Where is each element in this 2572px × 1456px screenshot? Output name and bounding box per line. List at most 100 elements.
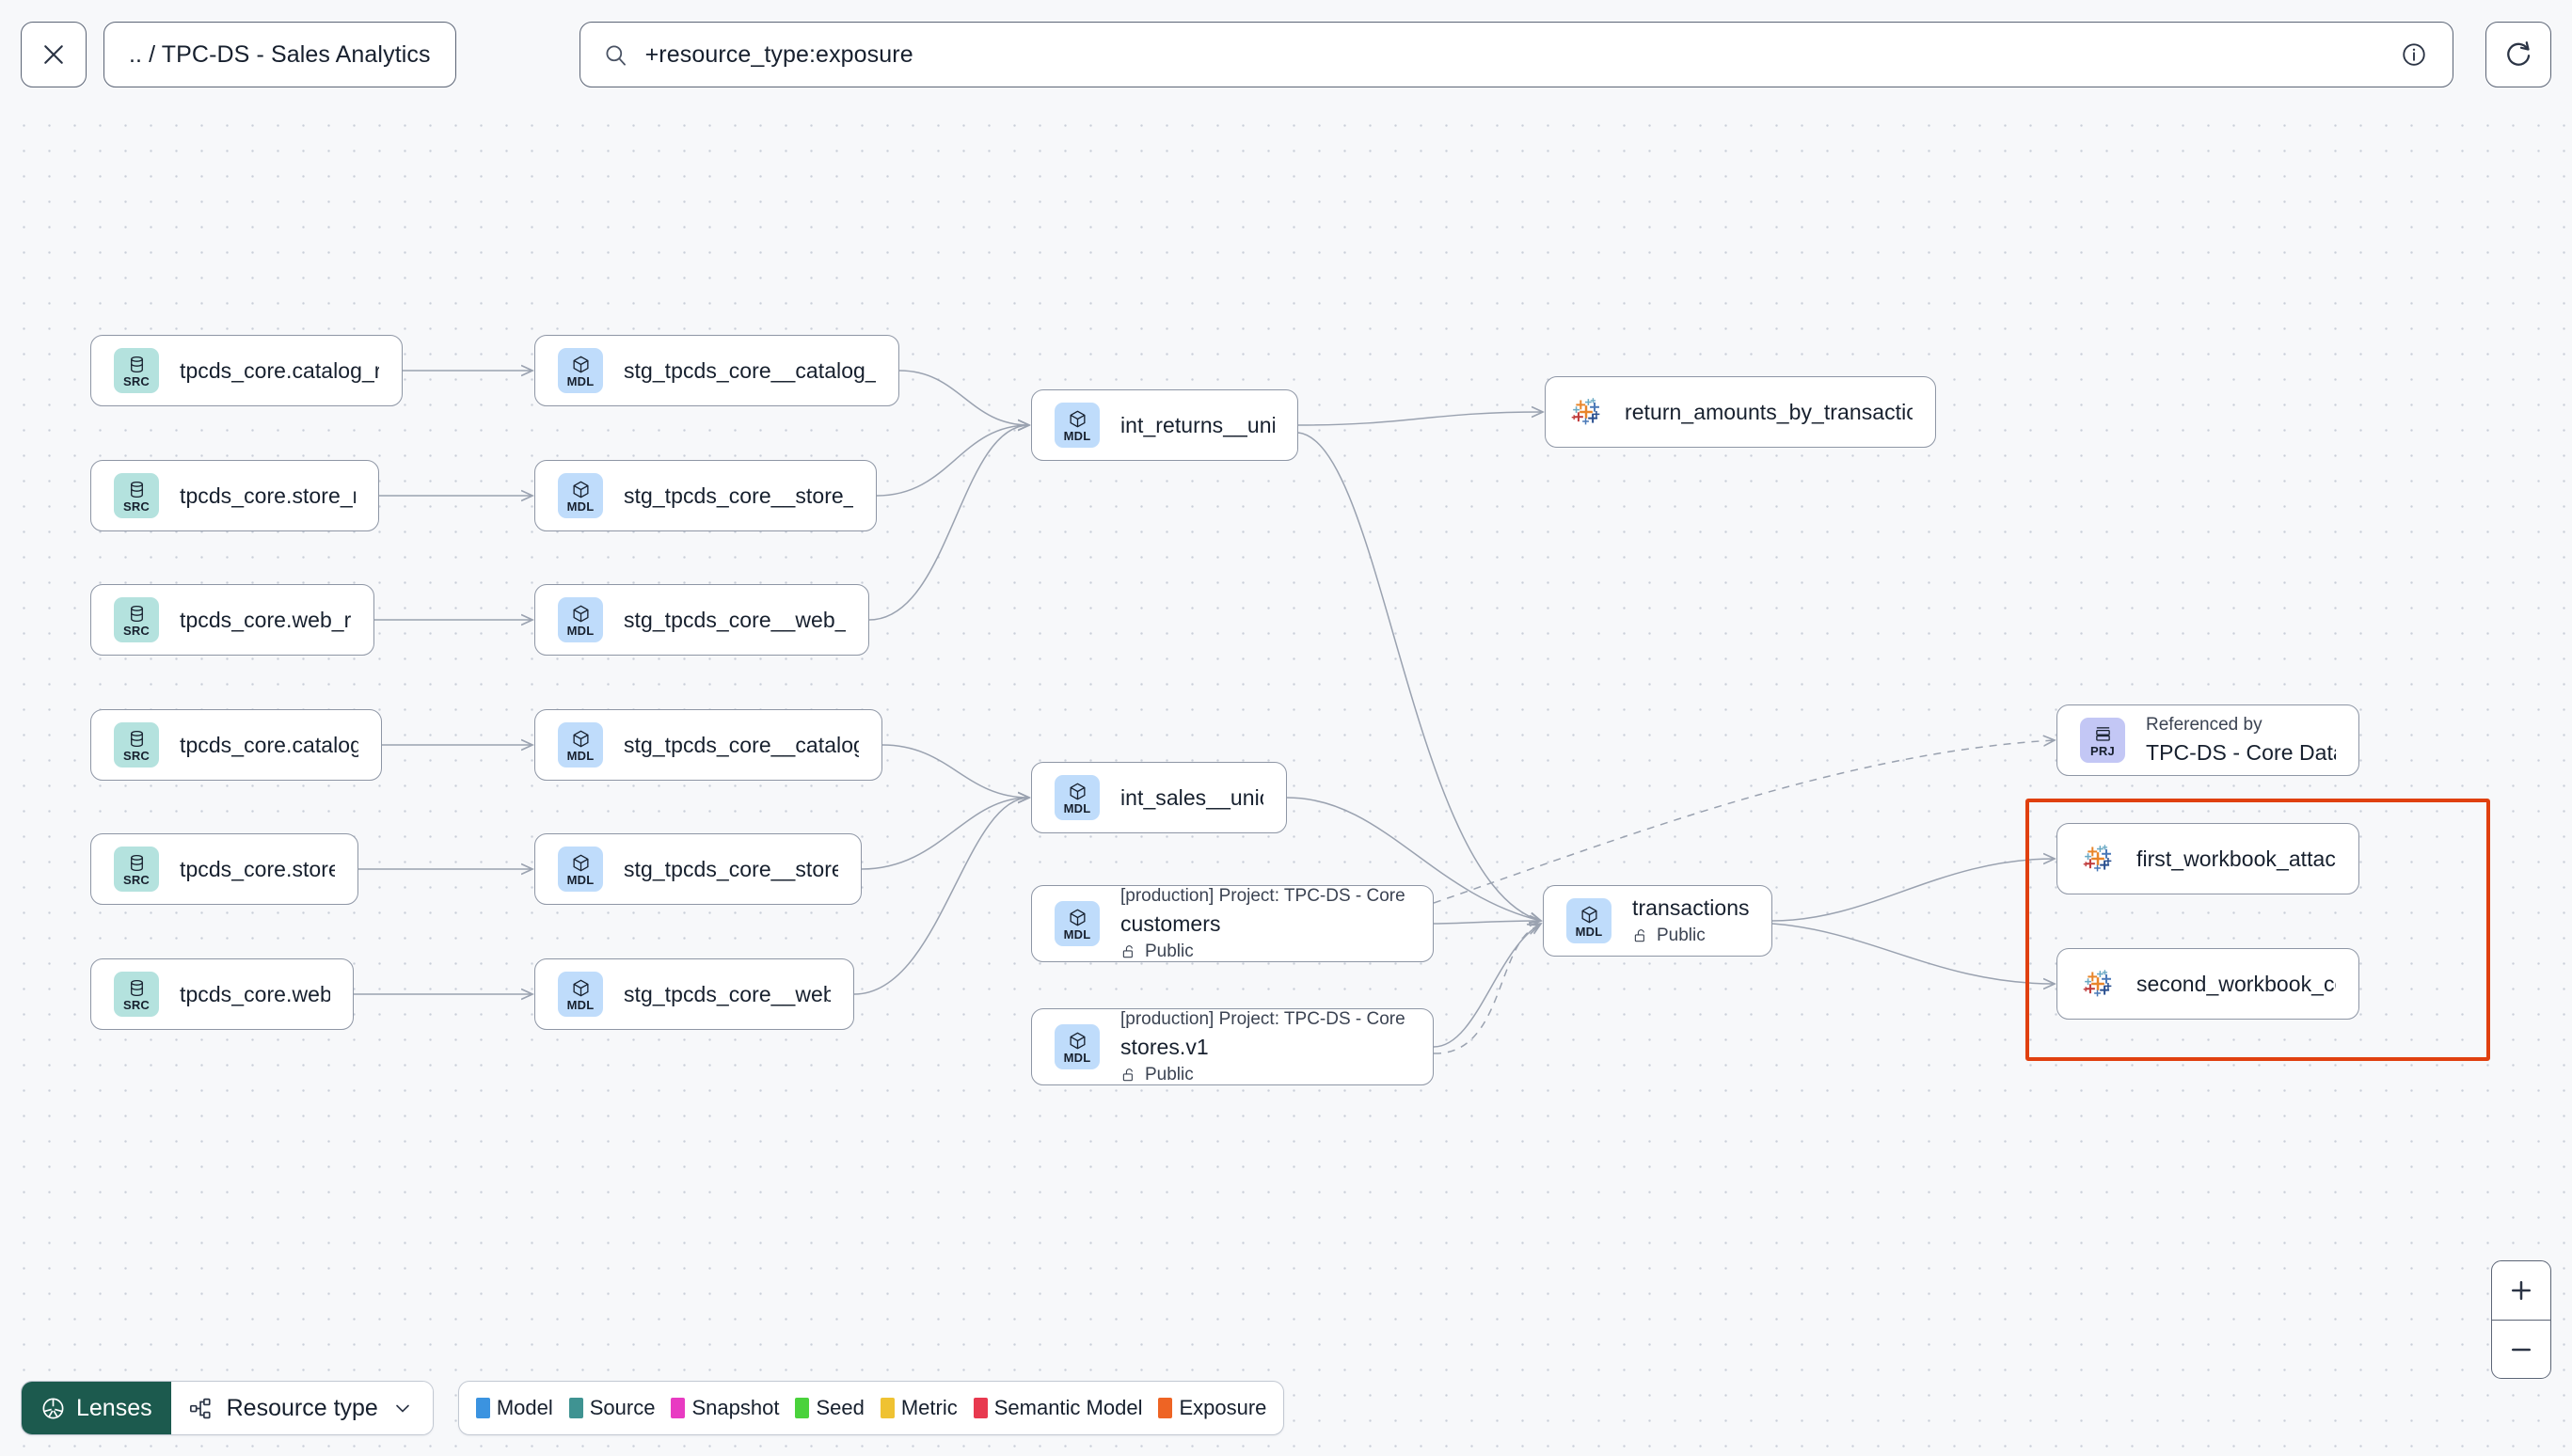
graph-node-first-workbook[interactable]: first_workbook_attached_to_tpc-ds_-_… bbox=[2056, 823, 2359, 894]
legend-item-exposure[interactable]: Exposure bbox=[1158, 1396, 1266, 1420]
legend-item-semantic-model[interactable]: Semantic Model bbox=[973, 1396, 1142, 1420]
cube-icon bbox=[572, 481, 589, 498]
cube-icon bbox=[572, 605, 589, 622]
node-type-badge-src: SRC bbox=[114, 972, 159, 1017]
graph-node-src-web-sales[interactable]: SRC tpcds_core.web_sales bbox=[90, 958, 354, 1030]
refresh-button[interactable] bbox=[2485, 22, 2551, 87]
node-label: first_workbook_attached_to_tpc-ds_-_… bbox=[2136, 846, 2336, 871]
node-type-badge-label: PRJ bbox=[2090, 743, 2115, 758]
tableau-exposure-icon bbox=[2083, 970, 2112, 997]
legend-label: Exposure bbox=[1179, 1396, 1267, 1419]
node-type-badge-label: MDL bbox=[1063, 800, 1091, 815]
node-visibility-label: Public bbox=[1657, 926, 1706, 945]
node-type-badge-mdl: MDL bbox=[558, 597, 603, 642]
cube-icon bbox=[1069, 909, 1086, 926]
node-label: transactions bbox=[1632, 895, 1749, 920]
tableau-exposure-icon bbox=[2083, 845, 2112, 872]
legend-label: Source bbox=[589, 1396, 656, 1419]
graph-node-stg-catalog-sales[interactable]: MDL stg_tpcds_core__catalog_sales bbox=[534, 709, 882, 781]
legend-item-seed[interactable]: Seed bbox=[795, 1396, 865, 1420]
zoom-in-button[interactable] bbox=[2492, 1261, 2550, 1320]
node-type-badge-mdl: MDL bbox=[558, 722, 603, 768]
graph-node-int-sales-unioned[interactable]: MDL int_sales__unioned bbox=[1031, 762, 1287, 833]
node-type-badge-src: SRC bbox=[114, 348, 159, 393]
node-visibility: Public bbox=[1120, 1065, 1410, 1085]
node-type-badge-label: MDL bbox=[1063, 428, 1091, 443]
node-body: return_amounts_by_transaction_type bbox=[1625, 400, 1913, 425]
node-type-badge-src: SRC bbox=[114, 597, 159, 642]
minus-icon bbox=[2512, 1348, 2531, 1351]
graph-node-int-returns-unioned[interactable]: MDL int_returns__unioned bbox=[1031, 389, 1298, 461]
cube-icon bbox=[1069, 410, 1086, 427]
node-body: [production] Project: TPC-DS - Core Data… bbox=[1120, 1009, 1410, 1085]
cube-icon bbox=[1069, 783, 1086, 799]
node-label: tpcds_core.store_sales bbox=[180, 856, 335, 881]
node-visibility: Public bbox=[1632, 926, 1749, 946]
node-body: stg_tpcds_core__catalog_sales bbox=[624, 733, 859, 758]
node-label: tpcds_core.web_sales bbox=[180, 981, 330, 1006]
search-input[interactable]: +resource_type:exposure bbox=[644, 40, 913, 68]
node-label: customers bbox=[1120, 910, 1221, 936]
node-body: tpcds_core.web_returns bbox=[180, 608, 351, 633]
legend-swatch bbox=[1158, 1398, 1173, 1418]
node-type-badge-label: SRC bbox=[122, 748, 151, 763]
legend-swatch bbox=[475, 1398, 490, 1418]
node-visibility: Public bbox=[1120, 942, 1410, 962]
node-body: stg_tpcds_core__web_sales bbox=[624, 982, 831, 1007]
plus-icon bbox=[2512, 1281, 2531, 1300]
app-header: .. / TPC-DS - Sales Analytics +resource_… bbox=[0, 0, 2572, 109]
zoom-controls[interactable] bbox=[2491, 1260, 2551, 1379]
node-body: stg_tpcds_core__store_sales bbox=[624, 857, 838, 882]
node-type-badge-src: SRC bbox=[114, 473, 159, 518]
info-icon[interactable] bbox=[2400, 40, 2428, 69]
graph-node-src-catalog-returns[interactable]: SRC tpcds_core.catalog_returns bbox=[90, 335, 403, 406]
search-bar[interactable]: +resource_type:exposure bbox=[579, 22, 2453, 87]
node-body: first_workbook_attached_to_tpc-ds_-_… bbox=[2136, 847, 2336, 872]
graph-node-stores-v1[interactable]: MDL [production] Project: TPC-DS - Core D… bbox=[1031, 1008, 1434, 1085]
breadcrumb-button[interactable]: .. / TPC-DS - Sales Analytics bbox=[103, 22, 456, 87]
legend-item-source[interactable]: Source bbox=[568, 1396, 656, 1420]
zoom-out-button[interactable] bbox=[2492, 1320, 2550, 1378]
graph-node-stg-web-returns[interactable]: MDL stg_tpcds_core__web_returns bbox=[534, 584, 869, 656]
node-type-badge-label: MDL bbox=[1063, 1050, 1091, 1065]
cube-icon bbox=[572, 854, 589, 871]
node-type-badge-label: MDL bbox=[566, 748, 595, 763]
node-label: stg_tpcds_core__web_returns bbox=[624, 607, 846, 632]
node-type-badge-mdl: MDL bbox=[1055, 1024, 1100, 1069]
node-type-badge-prj: PRJ bbox=[2080, 718, 2125, 763]
node-body: stg_tpcds_core__catalog_returns bbox=[624, 358, 876, 384]
node-label: tpcds_core.catalog_returns bbox=[180, 357, 379, 383]
graph-node-customers[interactable]: MDL[production] Project: TPC-DS - Core D… bbox=[1031, 885, 1434, 962]
database-icon bbox=[130, 356, 143, 372]
close-button[interactable] bbox=[21, 22, 87, 87]
legend-item-metric[interactable]: Metric bbox=[880, 1396, 958, 1420]
node-label: int_sales__unioned bbox=[1120, 784, 1263, 810]
legend-item-model[interactable]: Model bbox=[475, 1396, 553, 1420]
graph-node-return-amounts[interactable]: return_amounts_by_transaction_type bbox=[1545, 376, 1936, 448]
node-type-badge-label: SRC bbox=[122, 499, 151, 514]
resource-type-label: Resource type bbox=[226, 1394, 378, 1421]
node-body: int_returns__unioned bbox=[1120, 413, 1275, 438]
graph-node-src-web-returns[interactable]: SRC tpcds_core.web_returns bbox=[90, 584, 374, 656]
node-type-badge-mdl: MDL bbox=[1055, 403, 1100, 448]
legend-item-snapshot[interactable]: Snapshot bbox=[671, 1396, 779, 1420]
node-body: stg_tpcds_core__store_returns bbox=[624, 483, 853, 509]
cube-icon bbox=[1580, 906, 1597, 923]
node-body: tpcds_core.store_sales bbox=[180, 857, 335, 882]
legend-label: Seed bbox=[816, 1396, 865, 1419]
node-type-badge-src: SRC bbox=[114, 722, 159, 768]
node-type-badge-mdl: MDL bbox=[1566, 898, 1611, 943]
resource-type-dropdown[interactable]: Resource type bbox=[170, 1382, 433, 1434]
graph-node-second-workbook[interactable]: second_workbook_connected_to_live… bbox=[2056, 948, 2359, 1020]
lenses-button[interactable]: Lenses bbox=[22, 1382, 171, 1434]
